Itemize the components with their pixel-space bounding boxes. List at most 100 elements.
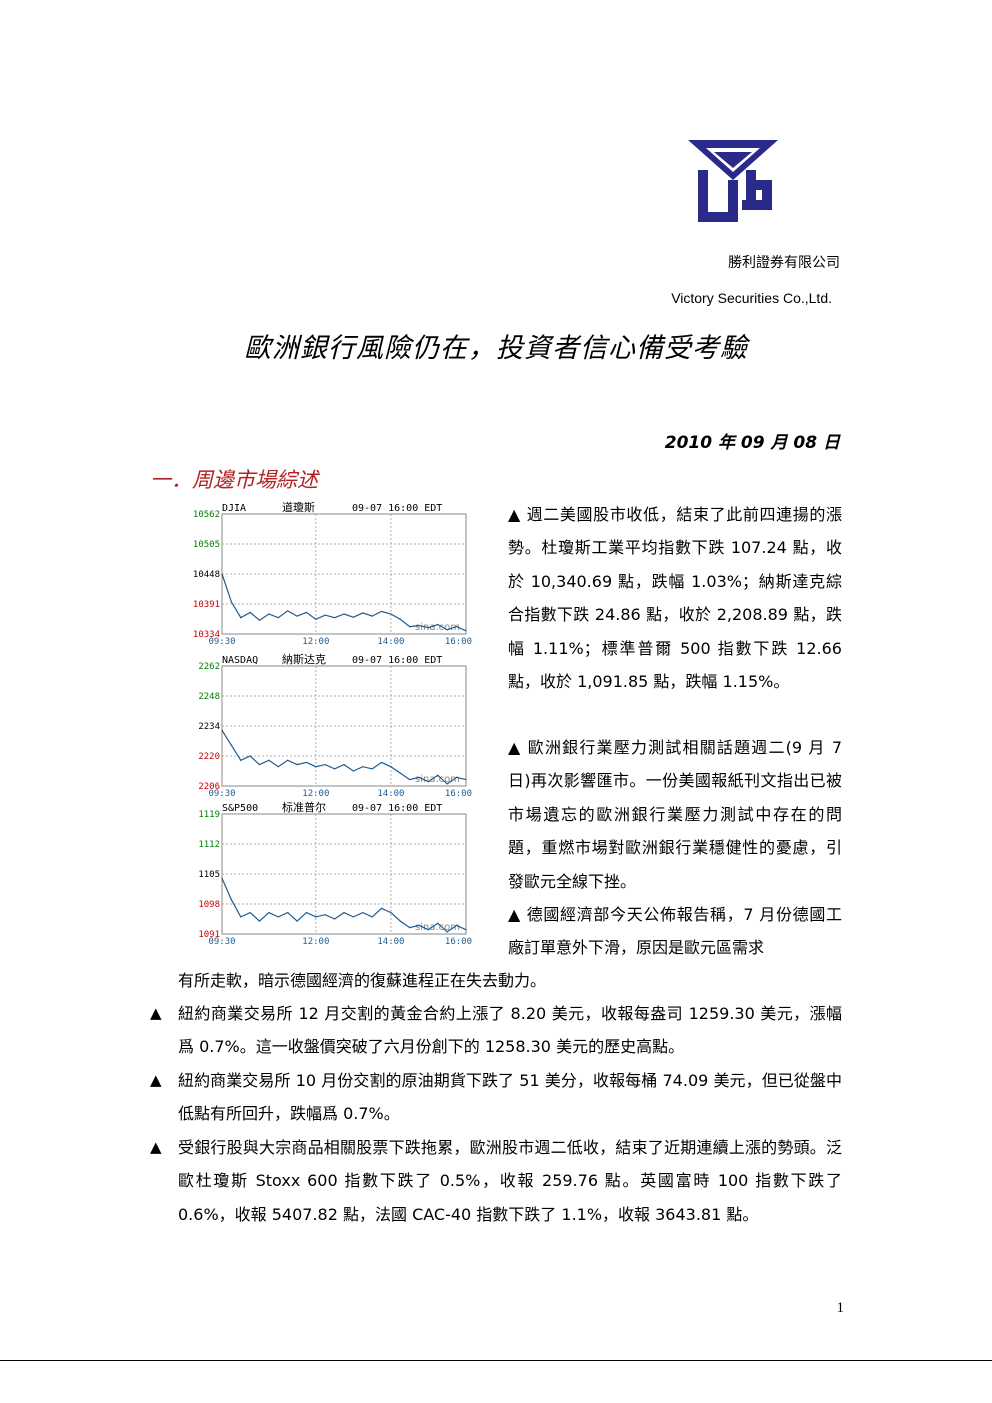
data-point bbox=[258, 920, 261, 922]
x-tick-label: 09:30 bbox=[208, 937, 235, 946]
data-point bbox=[268, 613, 270, 615]
y-tick-label: 1098 bbox=[198, 900, 220, 910]
y-tick-label: 1105 bbox=[198, 870, 220, 880]
data-point bbox=[409, 778, 411, 781]
data-point bbox=[418, 924, 420, 927]
chart-title: DJIA bbox=[222, 503, 246, 514]
data-point bbox=[399, 618, 401, 620]
chart-watermark: sina.com bbox=[415, 922, 460, 933]
data-point bbox=[418, 624, 420, 627]
data-point bbox=[343, 763, 345, 766]
data-point bbox=[390, 613, 392, 615]
data-point bbox=[437, 922, 439, 924]
data-point bbox=[437, 774, 439, 776]
y-tick-label: 2248 bbox=[198, 692, 220, 702]
chart-title: S&P500 bbox=[222, 803, 258, 814]
data-point bbox=[324, 914, 326, 916]
data-point bbox=[465, 929, 467, 931]
y-tick-label: 10505 bbox=[193, 540, 220, 550]
data-point bbox=[230, 899, 232, 901]
triangle-bullet-icon: ▲ bbox=[150, 1004, 162, 1022]
chart-datetime: 09-07 16:00 EDT bbox=[352, 803, 442, 814]
data-point bbox=[334, 768, 336, 770]
y-tick-label: 10334 bbox=[193, 630, 220, 640]
data-point bbox=[287, 911, 289, 914]
data-point bbox=[315, 618, 317, 620]
data-point bbox=[277, 766, 279, 768]
data-point bbox=[258, 763, 261, 766]
data-point bbox=[268, 759, 270, 761]
data-point bbox=[315, 916, 317, 918]
data-point bbox=[418, 776, 420, 779]
data-point bbox=[305, 611, 308, 614]
data-point bbox=[409, 626, 411, 628]
y-tick-label: 2262 bbox=[198, 662, 220, 672]
x-tick-label: 12:00 bbox=[302, 937, 329, 946]
data-point bbox=[465, 630, 467, 632]
data-point bbox=[324, 614, 326, 616]
y-tick-label: 10562 bbox=[193, 510, 220, 520]
data-point bbox=[456, 626, 458, 628]
y-tick-label: 2220 bbox=[198, 752, 220, 762]
paragraph-us-stocks: ▲ 週二美國股市收低，結束了此前四連揚的漲勢。杜瓊斯工業平均指數下跌 107.2… bbox=[508, 505, 842, 692]
chart-title-cn: 納斯达克 bbox=[282, 653, 326, 666]
data-point bbox=[380, 610, 383, 612]
data-point bbox=[352, 770, 354, 772]
document-title: 歐洲銀行風險仍在，投資者信心備受考驗 bbox=[244, 333, 748, 364]
y-tick-label: 10448 bbox=[193, 570, 220, 580]
x-tick-label: 09:30 bbox=[208, 637, 235, 646]
bullet-text: 紐約商業交易所 10 月份交割的原油期貨下跌了 51 美分，收報每桶 74.09… bbox=[178, 1071, 842, 1124]
company-logo bbox=[688, 140, 778, 228]
data-point bbox=[362, 911, 364, 914]
data-point bbox=[221, 573, 223, 575]
data-point bbox=[287, 610, 289, 612]
data-point bbox=[305, 911, 308, 914]
data-point bbox=[334, 918, 336, 920]
chart-datetime: 09-07 16:00 EDT bbox=[352, 503, 442, 514]
data-point bbox=[446, 931, 448, 933]
data-point bbox=[305, 761, 308, 764]
data-point bbox=[315, 766, 317, 768]
y-tick-label: 1112 bbox=[198, 840, 220, 850]
y-tick-label: 2206 bbox=[198, 782, 220, 792]
paragraph-germany-orders: ▲ 德國經濟部今天公佈報告稱，7 月份德國工廠訂單意外下滑，原因是歐元區需求 bbox=[508, 905, 842, 958]
data-point bbox=[399, 920, 401, 922]
data-point bbox=[258, 619, 261, 621]
data-point bbox=[371, 615, 373, 617]
data-point bbox=[343, 613, 345, 615]
data-point bbox=[352, 916, 354, 918]
data-point bbox=[296, 763, 298, 766]
triangle-bullet-icon: ▲ bbox=[150, 1071, 162, 1089]
data-point bbox=[240, 916, 242, 918]
section-heading: 一．周邊市場綜述 bbox=[150, 468, 318, 492]
chart-datetime: 09-07 16:00 EDT bbox=[352, 655, 442, 666]
data-point bbox=[380, 907, 383, 909]
x-tick-label: 14:00 bbox=[377, 637, 404, 646]
data-point bbox=[324, 763, 326, 766]
paragraph-eu-banks: ▲ 歐洲銀行業壓力測試相關話題週二(9 月 7 日)再次影響匯市。一份美國報紙刊… bbox=[508, 738, 842, 891]
y-tick-label: 1091 bbox=[198, 930, 220, 940]
data-point bbox=[221, 877, 223, 879]
data-point bbox=[296, 615, 298, 617]
paragraph-germany-orders-continued: 有所走軟，暗示德國經濟的復蘇進程正在失去動力。 bbox=[178, 971, 547, 990]
data-point bbox=[371, 768, 373, 770]
x-tick-label: 16:00 bbox=[445, 937, 472, 946]
data-point bbox=[427, 929, 430, 931]
data-point bbox=[277, 617, 279, 619]
x-tick-label: 14:00 bbox=[377, 937, 404, 946]
data-point bbox=[456, 924, 458, 927]
data-point bbox=[380, 761, 383, 764]
data-point bbox=[446, 783, 448, 785]
data-point bbox=[343, 911, 345, 914]
chart-watermark: sina.com bbox=[415, 622, 460, 633]
data-point bbox=[249, 611, 251, 614]
victory-logo-icon bbox=[688, 140, 778, 222]
nasdaq-chart: NASDAQ 納斯达克 09-07 16:00 EDT 2262 2248 2234 222… bbox=[178, 652, 490, 798]
chart-title: NASDAQ bbox=[222, 655, 258, 666]
bullet-text: 紐約商業交易所 12 月交割的黃金合約上漲了 8.20 美元，收報每盎司 125… bbox=[178, 1004, 842, 1057]
data-point bbox=[334, 617, 336, 619]
y-tick-label: 2234 bbox=[198, 722, 220, 732]
data-point bbox=[230, 601, 232, 603]
